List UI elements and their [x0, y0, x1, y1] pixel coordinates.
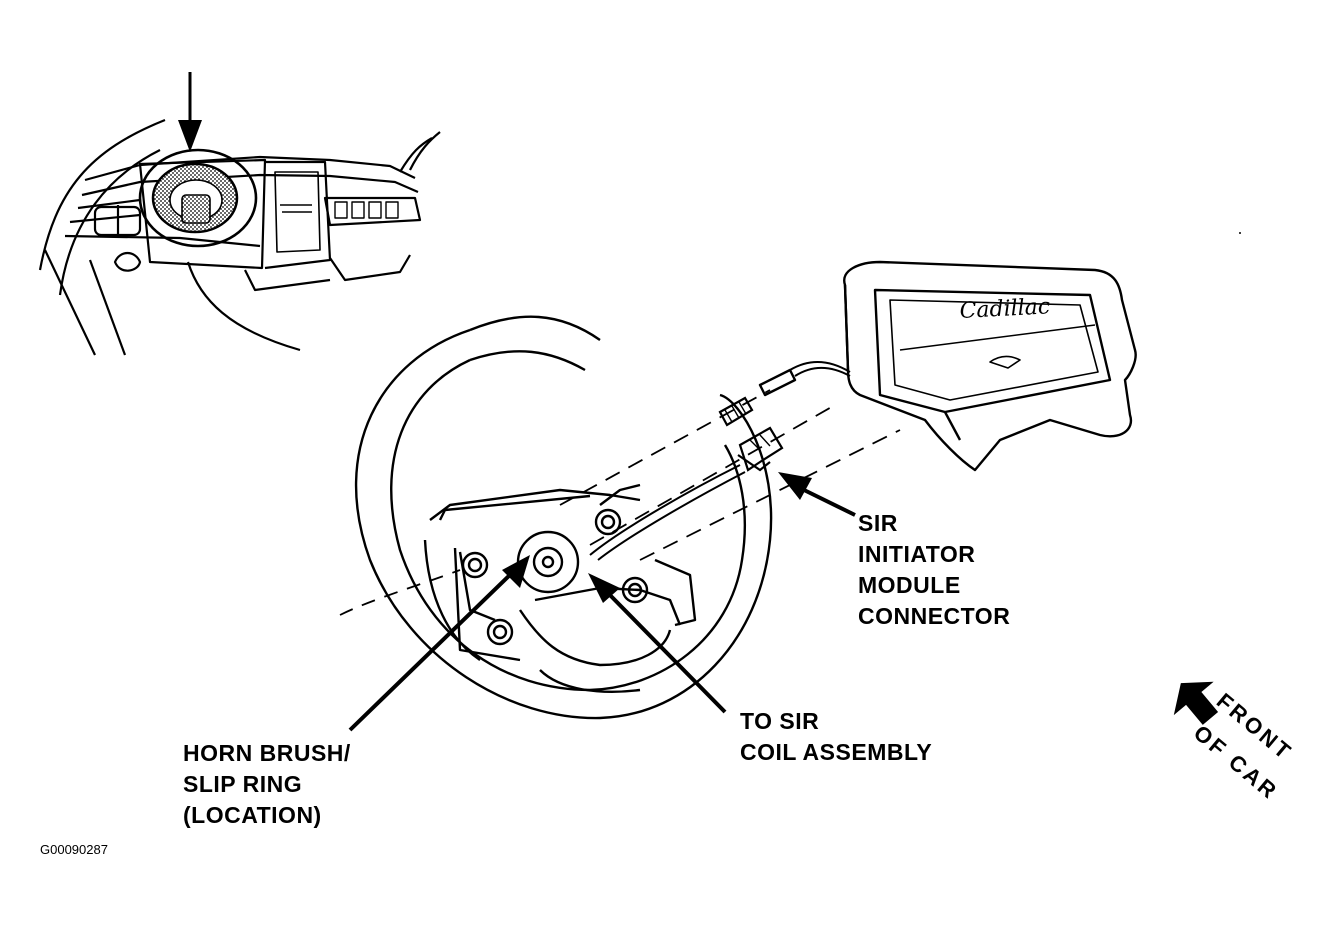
sir-connector-line-2: INITIATOR	[858, 541, 976, 567]
callout-arrows	[348, 472, 856, 732]
coil-assembly-line-2: COIL ASSEMBLY	[740, 739, 933, 765]
sir-connector-line-3: MODULE	[858, 572, 961, 598]
horn-brush-line-1: HORN BRUSH/	[183, 740, 351, 766]
coil-assembly-label: TO SIR COIL ASSEMBLY	[740, 706, 932, 768]
inset-arrow	[178, 72, 202, 152]
horn-brush-line-3: (LOCATION)	[183, 802, 322, 828]
specks	[1239, 232, 1241, 234]
front-of-car-arrow	[1173, 681, 1219, 725]
figure-id: G00090287	[40, 842, 108, 857]
sir-connector-label: SIR INITIATOR MODULE CONNECTOR	[858, 508, 1010, 632]
coil-assembly-line-1: TO SIR	[740, 708, 820, 734]
brand-script: Cadillac	[959, 294, 1051, 324]
airbag-module	[758, 260, 1137, 472]
inset-wheel-highlight	[138, 148, 258, 248]
sir-connector-line-1: SIR	[858, 510, 898, 536]
steering-wheel	[339, 315, 901, 720]
horn-brush-line-2: SLIP RING	[183, 771, 303, 797]
connectors	[718, 396, 784, 472]
horn-brush-label: HORN BRUSH/ SLIP RING (LOCATION)	[183, 738, 351, 831]
sir-connector-line-4: CONNECTOR	[858, 603, 1011, 629]
dashboard-inset	[38, 118, 441, 356]
